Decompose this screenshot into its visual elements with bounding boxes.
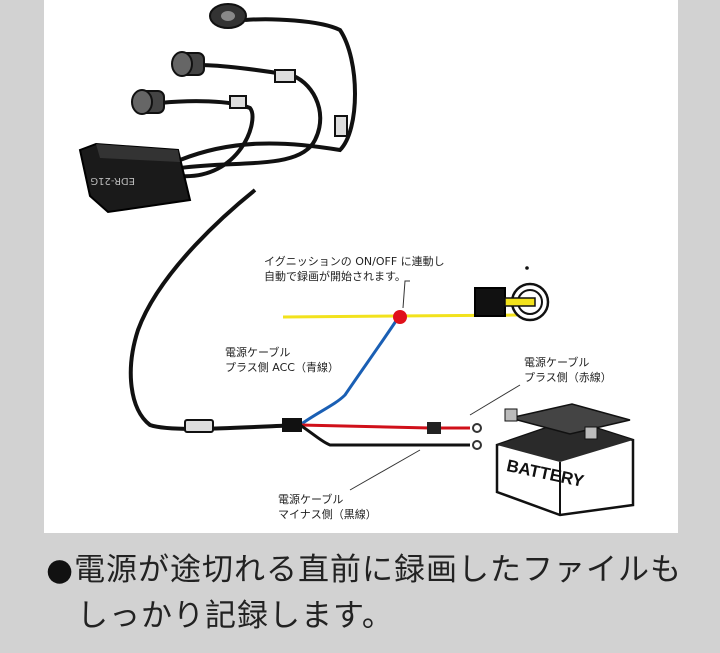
battery-icon: BATTERY: [495, 403, 635, 517]
ignition-note-line2: 自動で録画が開始されます。: [264, 270, 406, 283]
minus-note-line1: 電源ケーブル: [278, 493, 344, 506]
plus-leader: [469, 384, 521, 416]
cable-connector-3: [229, 95, 247, 109]
bullet-icon: ●: [46, 552, 75, 588]
plus-note-line1: 電源ケーブル: [524, 356, 590, 369]
camera-icon: [171, 51, 205, 77]
caption-line1: ●電源が途切れる直前に録画したファイルも: [46, 547, 706, 593]
minus-note: 電源ケーブル マイナス側（黒線）: [278, 492, 377, 522]
minus-note-line2: マイナス側（黒線）: [278, 508, 377, 521]
caption: ●電源が途切れる直前に録画したファイルも しっかり記録します。: [46, 547, 706, 639]
ignition-note-line1: イグニッションの ON/OFF に連動し: [264, 255, 445, 268]
ignition-key-icon: [474, 266, 550, 322]
main-connector: [184, 419, 214, 433]
acc-note-line1: 電源ケーブル: [225, 346, 291, 359]
camera-cable-3: [159, 99, 255, 179]
plus-note-line2: プラス側（赤線）: [524, 371, 612, 384]
camera-cable-2: [179, 63, 323, 170]
acc-note: 電源ケーブル プラス側 ACC（青線）: [225, 345, 339, 375]
camera-cable-1: [179, 17, 357, 162]
minus-leader: [349, 449, 421, 491]
camera-icon: [131, 89, 165, 115]
junction-dot: [393, 310, 407, 324]
recorder-unit-icon: EDR-21G: [78, 142, 192, 214]
acc-wire: [299, 317, 400, 427]
minus-wire: [299, 423, 470, 447]
ignition-leader: [402, 280, 410, 309]
camera-icon: [209, 3, 247, 29]
device-label: EDR-21G: [90, 175, 135, 186]
ignition-note: イグニッションの ON/OFF に連動し 自動で録画が開始されます。: [264, 254, 445, 284]
plus-wire: [299, 423, 470, 430]
splitter: [282, 418, 302, 432]
fuse-holder: [427, 422, 441, 434]
caption-line2: しっかり記録します。: [77, 598, 394, 634]
plus-note: 電源ケーブル プラス側（赤線）: [524, 355, 612, 385]
cable-connector-2: [274, 69, 296, 83]
cable-connector-1: [334, 115, 348, 137]
plus-terminal: [472, 423, 482, 433]
acc-note-line2: プラス側 ACC（青線）: [225, 361, 339, 374]
caption-text-1: 電源が途切れる直前に録画したファイルも: [74, 552, 683, 588]
main-cable: [128, 188, 301, 431]
minus-terminal: [472, 440, 482, 450]
